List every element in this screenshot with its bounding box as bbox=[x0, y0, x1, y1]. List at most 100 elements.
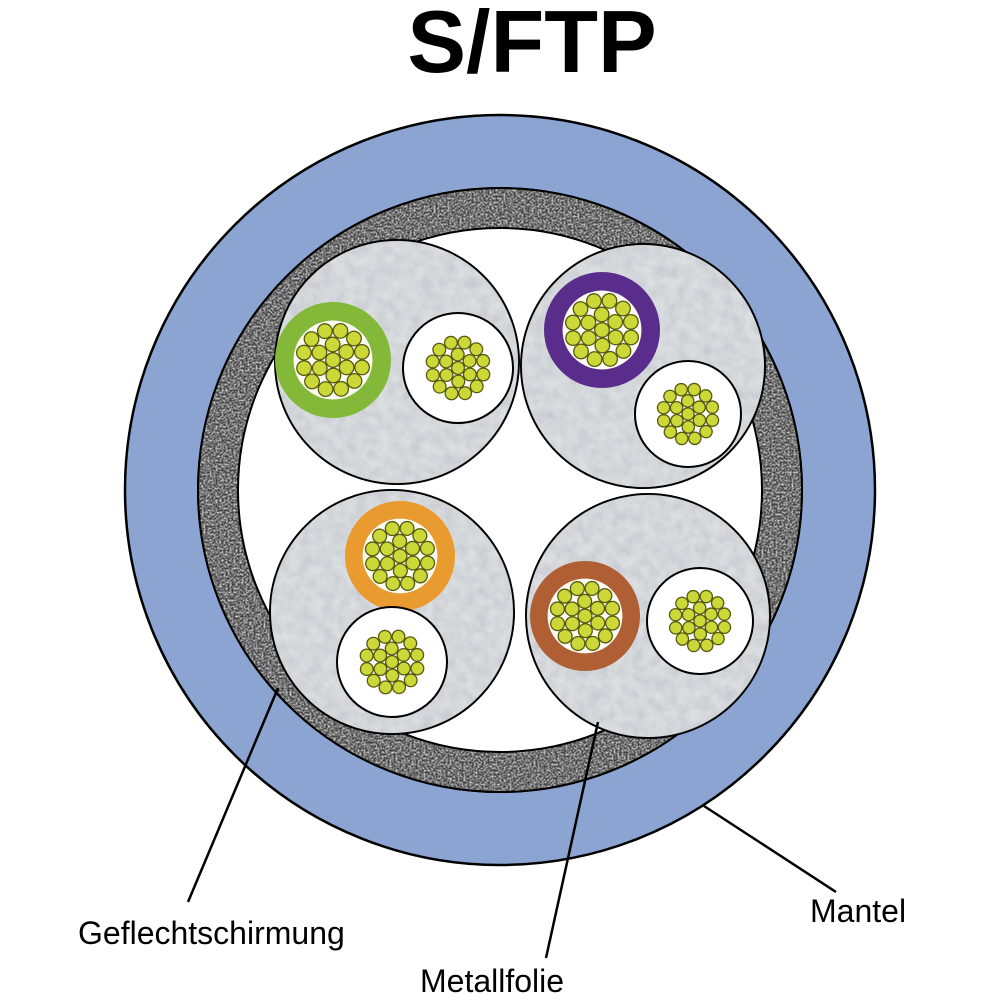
wire-strand bbox=[669, 400, 684, 415]
wire-strand bbox=[410, 647, 425, 662]
wire-strand bbox=[557, 628, 573, 644]
wire-strand bbox=[681, 420, 696, 434]
wire-strand bbox=[564, 616, 581, 632]
wire-strand bbox=[570, 635, 586, 652]
wire-strand bbox=[419, 555, 436, 571]
wire-strand bbox=[711, 631, 725, 646]
wire-strand bbox=[675, 632, 690, 646]
wire-strand bbox=[699, 424, 713, 439]
wire-strand bbox=[412, 528, 428, 544]
wire-strand bbox=[450, 347, 465, 362]
wire-strand bbox=[668, 621, 683, 635]
wire-strand bbox=[569, 581, 585, 597]
braid-label: Geflechtschirmung bbox=[78, 915, 345, 951]
wire-strand bbox=[332, 322, 349, 339]
twisted-pairs bbox=[269, 239, 771, 739]
jacket-label: Mantel bbox=[810, 893, 906, 929]
wire-strand bbox=[663, 425, 678, 439]
wire-strand bbox=[296, 360, 313, 377]
wire-strand bbox=[622, 313, 639, 330]
wire-strand bbox=[451, 374, 466, 389]
wire-strand bbox=[682, 620, 696, 635]
wire-strand bbox=[670, 413, 684, 428]
wire-strand bbox=[590, 615, 606, 631]
wire-strand bbox=[693, 627, 708, 641]
wire-strand bbox=[686, 638, 701, 653]
wire-strand bbox=[564, 601, 580, 617]
wire-strand bbox=[589, 600, 606, 616]
wire-strand bbox=[577, 593, 593, 609]
wire-strand bbox=[585, 635, 601, 651]
wire-strand bbox=[317, 381, 334, 398]
wire-strand bbox=[311, 344, 328, 361]
wire-strand bbox=[392, 563, 408, 579]
diagram-title: S/FTP bbox=[407, 0, 656, 91]
wire-strand bbox=[462, 367, 477, 382]
wire-strand bbox=[458, 386, 473, 401]
wire-strand bbox=[359, 662, 374, 677]
wire-strand bbox=[469, 379, 484, 394]
wire-strand bbox=[656, 400, 671, 415]
wire-strand bbox=[687, 382, 702, 397]
wire-strand bbox=[316, 323, 333, 340]
wire-strand bbox=[385, 575, 401, 592]
wire-strand bbox=[379, 556, 396, 572]
wire-strand bbox=[615, 343, 632, 359]
wire-strand bbox=[325, 367, 342, 384]
braid-outer-edge bbox=[197, 187, 803, 793]
wire-strand bbox=[577, 608, 593, 624]
wire-strand bbox=[404, 540, 421, 556]
wire-strand bbox=[372, 528, 388, 544]
foil-pointer-line bbox=[544, 721, 600, 959]
wire-strand bbox=[681, 607, 696, 622]
wire-strand bbox=[597, 628, 613, 644]
wire-strand bbox=[425, 354, 440, 369]
wire-strand bbox=[419, 540, 435, 556]
wire-strand bbox=[373, 648, 388, 663]
wire-strand bbox=[391, 629, 406, 644]
foil-edge bbox=[274, 239, 520, 485]
wire-strand bbox=[384, 654, 400, 670]
wire-strand bbox=[304, 373, 320, 390]
wire-strand bbox=[346, 330, 362, 347]
wire-strand bbox=[338, 359, 355, 376]
pair-bottom-right bbox=[525, 493, 771, 739]
wire-strand bbox=[656, 414, 671, 428]
wire-strand bbox=[623, 329, 640, 346]
wire-strand bbox=[439, 354, 454, 369]
foil-edge bbox=[520, 243, 766, 489]
wire-strand bbox=[400, 575, 416, 591]
wire-strand bbox=[699, 589, 714, 604]
wire-strand bbox=[333, 380, 350, 397]
wire-strand bbox=[680, 394, 695, 408]
wire-strand bbox=[396, 661, 411, 676]
wire-strand bbox=[379, 541, 395, 557]
wire-strand bbox=[405, 555, 421, 571]
wire-strand bbox=[403, 636, 418, 651]
wire-strand bbox=[604, 615, 621, 631]
wire-strand bbox=[324, 336, 341, 353]
wire-strand bbox=[373, 662, 388, 677]
wire-strand bbox=[476, 353, 491, 368]
wire-strand bbox=[403, 673, 418, 688]
wire-strand bbox=[717, 620, 732, 635]
wire-strand bbox=[365, 556, 381, 572]
wire-strand bbox=[668, 607, 683, 622]
wire-strand bbox=[700, 638, 714, 653]
wire-strand bbox=[359, 648, 374, 663]
wire-strand bbox=[384, 641, 399, 656]
wire-strand bbox=[549, 601, 566, 617]
wire-strand bbox=[594, 322, 610, 338]
wire-strand bbox=[392, 548, 408, 564]
wire-strand bbox=[693, 614, 707, 628]
wire-strand bbox=[378, 680, 393, 695]
wire-strand bbox=[572, 301, 589, 317]
wire-strand bbox=[692, 400, 706, 415]
wire-strand bbox=[663, 389, 677, 404]
wire-strand bbox=[432, 379, 447, 394]
wire-strand bbox=[602, 350, 619, 367]
wire-strand bbox=[295, 344, 312, 361]
wire-strand bbox=[476, 367, 491, 382]
wire-strand bbox=[366, 636, 381, 651]
